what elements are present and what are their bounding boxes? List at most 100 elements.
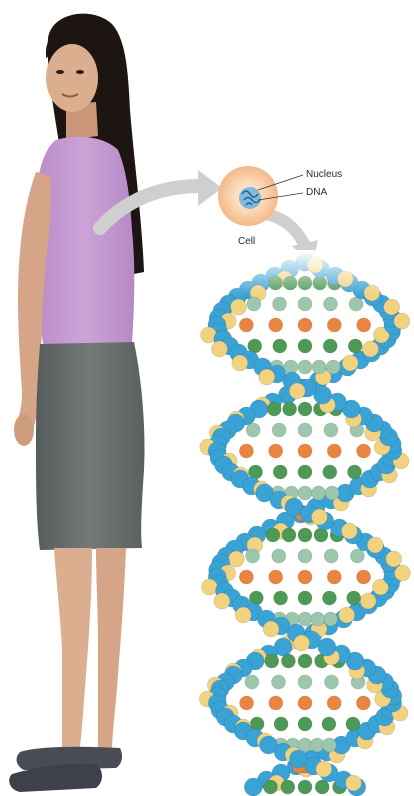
helix-atom <box>264 780 278 794</box>
helix-atom <box>298 591 312 605</box>
helix-atom <box>246 549 260 563</box>
helix-atom <box>239 444 253 458</box>
helix-atom <box>281 654 295 668</box>
skirt <box>36 342 145 550</box>
helix-atom <box>298 549 312 563</box>
leg-back <box>96 548 126 754</box>
eye-right <box>76 70 84 74</box>
helix-fade <box>190 250 414 296</box>
helix-atom <box>247 297 261 311</box>
helix-atom <box>298 528 312 542</box>
helix-atom <box>298 675 312 689</box>
helix-atom <box>273 339 287 353</box>
helix-atom <box>323 465 337 479</box>
helix-atom <box>327 696 341 710</box>
helix-atom <box>272 423 286 437</box>
helix-atom <box>356 696 370 710</box>
helix-atom <box>311 509 327 525</box>
helix-atom <box>346 717 360 731</box>
helix-atom <box>348 339 362 353</box>
eye-left <box>56 70 64 74</box>
helix-atom <box>298 570 312 584</box>
helix-atom <box>322 591 336 605</box>
helix-atom <box>289 383 305 399</box>
helix-atom <box>298 612 312 626</box>
helix-atom <box>325 675 339 689</box>
dna-double-helix-icon <box>199 253 410 796</box>
cell-icon <box>218 166 303 226</box>
helix-atom <box>342 355 358 371</box>
helix-atom <box>240 696 254 710</box>
helix-atom <box>322 717 336 731</box>
helix-atom <box>274 717 288 731</box>
helix-atom <box>202 579 218 595</box>
helix-atom <box>294 635 310 651</box>
helix-atom <box>324 612 338 626</box>
helix-atom <box>266 528 280 542</box>
helix-atom <box>245 675 259 689</box>
helix-atom <box>282 528 296 542</box>
helix-atom <box>348 465 362 479</box>
helix-atom <box>289 750 307 768</box>
helix-atom <box>357 570 371 584</box>
helix-atom <box>269 444 283 458</box>
helix-atom <box>341 523 357 539</box>
helix-atom <box>360 593 376 609</box>
helix-atom <box>298 696 312 710</box>
helix-atom <box>239 570 253 584</box>
helix-atom <box>363 341 379 357</box>
helix-atom <box>265 654 279 668</box>
helix-atom <box>259 369 275 385</box>
helix-atom <box>269 570 283 584</box>
helix-atom <box>316 761 332 777</box>
helix-atom <box>214 593 230 609</box>
helix-atom <box>339 607 355 623</box>
top <box>33 137 134 346</box>
face <box>46 44 98 112</box>
helix-atom <box>298 318 312 332</box>
helix-atom <box>325 486 339 500</box>
helix-atom <box>324 423 338 437</box>
helix-atom <box>273 297 287 311</box>
helix-atom <box>298 423 312 437</box>
helix-atom <box>269 318 283 332</box>
helix-atom <box>272 675 286 689</box>
helix-atom <box>350 549 364 563</box>
helix-atom <box>212 341 228 357</box>
helix-atom <box>327 444 341 458</box>
helix-atom <box>267 402 281 416</box>
helix-atom <box>312 360 326 374</box>
helix-atom <box>232 355 248 371</box>
helix-atom <box>281 780 295 794</box>
helix-atom <box>312 486 326 500</box>
helix-atom <box>298 339 312 353</box>
helix-atom <box>346 775 362 791</box>
helix-atom <box>384 299 400 315</box>
helix-atom <box>298 486 312 500</box>
helix-atom <box>269 696 283 710</box>
helix-atom <box>298 717 312 731</box>
helix-atom <box>298 402 312 416</box>
hand <box>14 414 34 446</box>
helix-atom <box>263 621 279 637</box>
helix-atom <box>239 318 253 332</box>
helix-atom <box>324 549 338 563</box>
helix-atom <box>235 607 251 623</box>
helix-atom <box>283 402 297 416</box>
helix-atom <box>386 551 402 567</box>
helix-atom <box>324 297 338 311</box>
helix-atom <box>311 612 325 626</box>
label-dna: DNA <box>306 188 327 198</box>
helix-atom <box>347 591 361 605</box>
helix-atom <box>298 465 312 479</box>
helix-atom <box>228 551 244 567</box>
helix-atom <box>272 549 286 563</box>
helix-atom <box>357 444 371 458</box>
helix-atom <box>274 591 288 605</box>
helix-atom <box>298 360 312 374</box>
helix-atom <box>298 780 312 794</box>
helix-atom <box>322 738 336 752</box>
helix-atom <box>357 318 371 332</box>
helix-atom <box>246 423 260 437</box>
